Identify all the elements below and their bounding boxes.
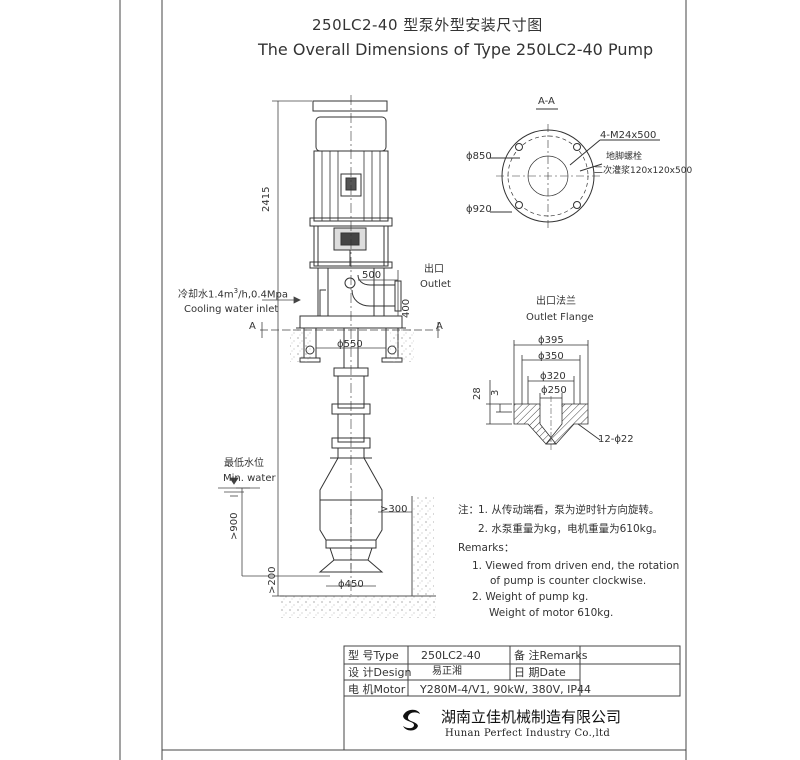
flange-d1: ϕ395 [538, 335, 564, 346]
concrete-foundation [280, 328, 436, 618]
title-block-grid [343, 645, 681, 750]
outlet-height-dim: 400 [401, 298, 412, 318]
section-aa-view [490, 108, 660, 228]
outlet-flange-en: Outlet Flange [526, 312, 594, 323]
cooling-water-cn: 冷却水1.4m3/h,0.4Mpa [178, 287, 289, 301]
cooling-water-en: Cooling water inlet [184, 304, 279, 315]
note-cn-1: 1. 从传动端看，泵为逆时针方向旋转。 [478, 504, 660, 516]
bell-diameter-dim: ϕ450 [338, 579, 364, 590]
note-en-head: Remarks： [458, 542, 515, 554]
note-en-1b: of pump is counter clockwise. [490, 575, 647, 587]
overall-height-dim: 2415 [261, 186, 272, 212]
flange-d2: ϕ350 [538, 351, 564, 362]
wall-clearance-dim: >300 [380, 504, 408, 515]
bottom-clearance-dim: >200 [267, 566, 278, 594]
tb-motor-value: Y280M-4/V1, 90kW, 380V, IP44 [420, 683, 592, 696]
section-mark-left: A [249, 321, 256, 332]
section-label: A-A [538, 96, 555, 107]
tb-remarks-label: 备 注Remarks [514, 649, 588, 662]
tb-motor-label: 电 机Motor [348, 683, 406, 696]
title-en: The Overall Dimensions of Type 250LC2-40… [258, 40, 654, 59]
grout-label: 二次灌浆120x120x500 [594, 166, 693, 176]
outer-circle-dim: ϕ850 [466, 151, 492, 162]
min-water-cn: 最低水位 [224, 458, 264, 469]
flange-d4: ϕ250 [541, 385, 567, 396]
title-cn: 250LC2-40 型泵外型安装尺寸图 [312, 16, 543, 34]
note-en-1a: 1. Viewed from driven end, the rotation [472, 560, 680, 572]
flange-d3: ϕ320 [540, 371, 566, 382]
note-en-2b: Weight of motor 610kg. [489, 607, 614, 619]
outlet-flange-cn: 出口法兰 [536, 296, 576, 307]
company-name-cn: 湖南立佳机械制造有限公司 [441, 708, 622, 726]
tb-type-label: 型 号Type [348, 649, 399, 662]
outlet-offset-dim: 500 [362, 270, 382, 281]
tb-date-label: 日 期Date [514, 666, 566, 679]
company-logo [400, 708, 424, 732]
tb-type-value: 250LC2-40 [421, 649, 481, 662]
section-mark-right: A [436, 321, 443, 332]
base-width-dim: ϕ550 [337, 339, 363, 350]
bolt-circle-dim: ϕ920 [466, 204, 492, 215]
note-en-2a: 2. Weight of pump kg. [472, 591, 589, 603]
tb-designer: 易正湘 [432, 666, 462, 677]
flange-thickness: 28 [472, 387, 483, 400]
company-name-en: Hunan Perfect Industry Co.,ltd [445, 728, 611, 739]
flange-holes: 12-ϕ22 [598, 434, 634, 445]
outlet-flange-view [486, 340, 601, 452]
flange-raised-face: 3 [490, 389, 501, 396]
min-water-en: Min. water [223, 473, 276, 484]
anchor-bolt-label: 地脚螺栓 [606, 152, 643, 162]
note-cn-2: 2. 水泵重量为kg，电机重量为610kg。 [478, 523, 663, 535]
water-level-marks [218, 296, 301, 497]
submergence-dim: >900 [229, 512, 240, 540]
frame-lines [119, 0, 687, 760]
outlet-cn: 出口 [424, 264, 444, 275]
bolts-label: 4-M24x500 [600, 130, 657, 141]
outlet-en: Outlet [420, 279, 451, 290]
tb-design-label: 设 计Design [348, 666, 412, 679]
pump-elevation [296, 95, 406, 595]
note-cn-head: 注： [458, 504, 479, 516]
